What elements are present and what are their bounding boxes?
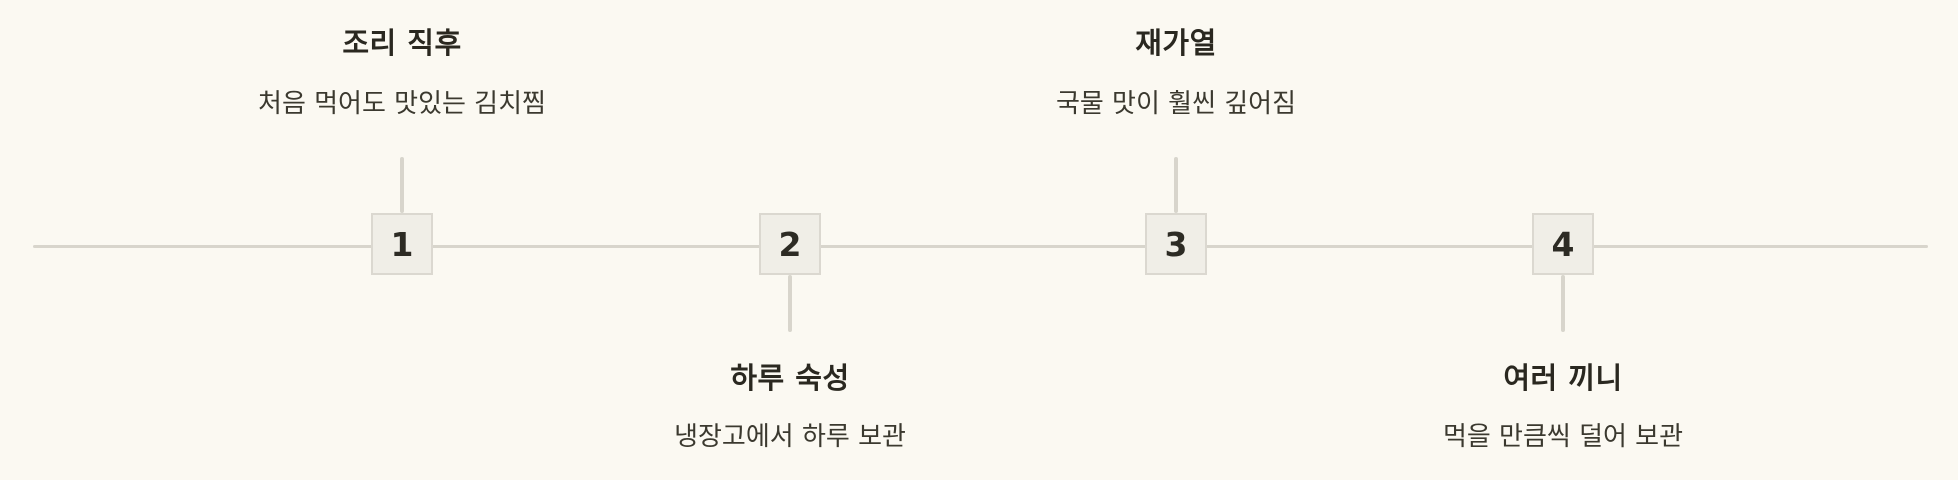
step-subtitle: 냉장고에서 하루 보관 — [674, 422, 906, 452]
step-title: 여러 끼니 — [1503, 361, 1623, 395]
step-connector-line — [1561, 275, 1565, 332]
step-subtitle: 국물 맛이 훨씬 깊어짐 — [1055, 89, 1297, 119]
step-number-box: 1 — [371, 213, 433, 275]
step-number: 1 — [390, 224, 414, 264]
step-number-box: 3 — [1145, 213, 1207, 275]
step-subtitle: 먹을 만큼씩 덜어 보관 — [1442, 422, 1684, 452]
step-number-box: 4 — [1532, 213, 1594, 275]
step-title: 조리 직후 — [342, 26, 462, 60]
step-subtitle: 처음 먹어도 맛있는 김치찜 — [258, 89, 546, 119]
step-title: 재가열 — [1135, 26, 1217, 60]
timeline-axis-line — [33, 245, 1928, 248]
step-number: 4 — [1551, 224, 1575, 264]
step-title: 하루 숙성 — [730, 361, 850, 395]
step-number-box: 2 — [759, 213, 821, 275]
step-connector-line — [788, 275, 792, 332]
step-number: 2 — [778, 224, 802, 264]
step-connector-line — [1174, 157, 1178, 213]
step-connector-line — [400, 157, 404, 213]
step-number: 3 — [1164, 224, 1188, 264]
